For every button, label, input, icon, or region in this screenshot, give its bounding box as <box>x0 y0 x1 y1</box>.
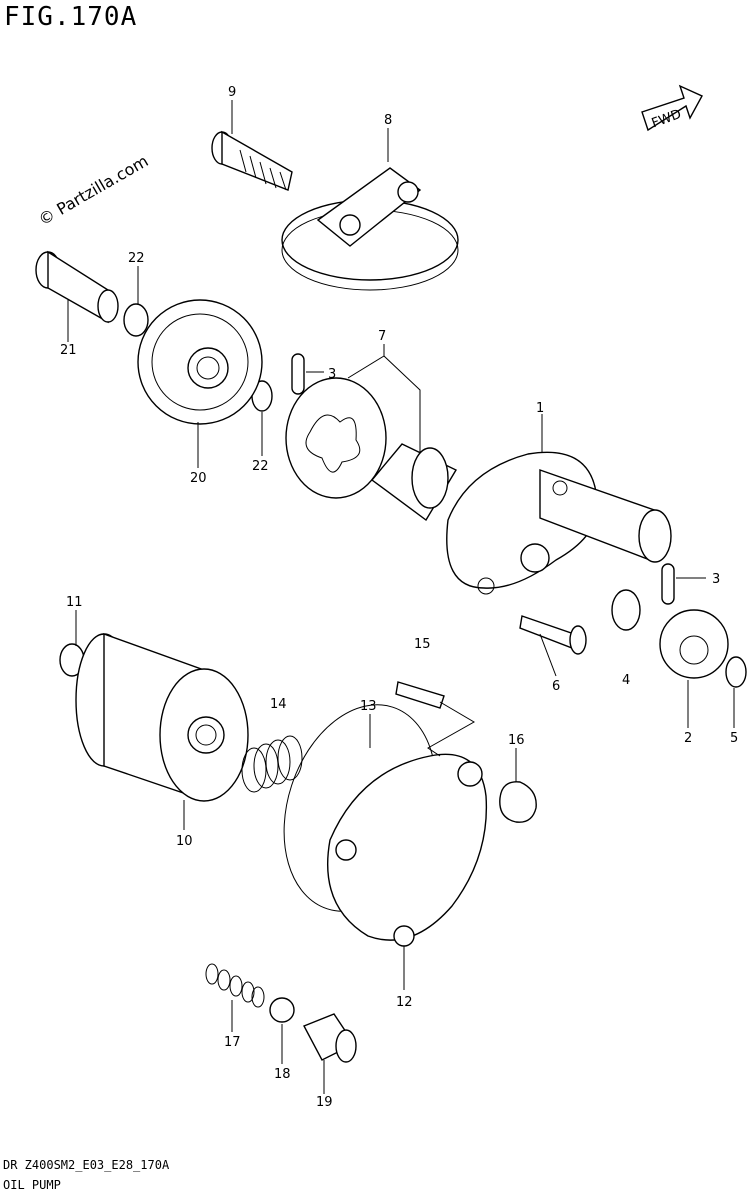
callout-label: 15 <box>414 637 431 652</box>
part-19-plug[interactable] <box>303 1013 357 1063</box>
part-6-screw[interactable] <box>519 615 587 655</box>
part-22-circlip-upper[interactable] <box>123 303 149 337</box>
figure-title: FIG.170A <box>4 2 138 32</box>
callout-label: 22 <box>128 251 145 266</box>
callout-label: 12 <box>396 995 413 1010</box>
part-12-filter-cover[interactable] <box>326 753 488 947</box>
callout-label: 17 <box>224 1035 241 1050</box>
callout-label: 5 <box>730 731 738 746</box>
part-2-gear[interactable] <box>659 609 729 679</box>
part-18-ball[interactable] <box>269 997 295 1023</box>
part-16-cap-nut[interactable] <box>499 781 537 823</box>
part-9-bolt[interactable] <box>211 130 293 191</box>
callout-label: 20 <box>190 471 207 486</box>
figure-code: DR Z400SM2_E03_E28_170A <box>3 1158 170 1172</box>
callout-label: 19 <box>316 1095 333 1110</box>
callout-label: 2 <box>684 731 692 746</box>
callout-labels: 1 2 3 3 4 5 6 7 8 9 10 11 12 13 14 15 16… <box>60 85 738 1110</box>
callout-label: 10 <box>176 834 193 849</box>
part-3-pin-upper[interactable] <box>291 353 305 395</box>
callout-label: 8 <box>384 113 392 128</box>
callout-label: 14 <box>270 697 287 712</box>
callout-label: 4 <box>622 673 630 688</box>
leader-lines <box>67 100 735 1094</box>
part-17-relief-spring[interactable] <box>205 963 265 1008</box>
fwd-arrow-icon: FWD <box>641 84 703 131</box>
callout-label: 13 <box>360 699 377 714</box>
part-14-spring[interactable] <box>241 735 303 793</box>
callout-label: 9 <box>228 85 236 100</box>
part-1-pump-body[interactable] <box>446 451 672 595</box>
part-7-rotor-set[interactable] <box>285 377 457 522</box>
part-20-gear[interactable] <box>137 299 263 425</box>
callout-label: 11 <box>66 595 83 610</box>
figure-name: OIL PUMP <box>3 1178 61 1192</box>
callout-label: 18 <box>274 1067 291 1082</box>
part-4-washer[interactable] <box>611 589 641 631</box>
part-21-shaft[interactable] <box>35 250 119 324</box>
callout-label: 21 <box>60 343 77 358</box>
part-10-oil-filter[interactable] <box>75 633 249 802</box>
part-5-circlip[interactable] <box>725 656 747 688</box>
part-15-stud[interactable] <box>395 681 445 709</box>
callout-label: 7 <box>378 329 386 344</box>
callout-label: 16 <box>508 733 525 748</box>
callout-label: 3 <box>712 572 720 587</box>
part-8-cover[interactable] <box>281 167 459 291</box>
callout-label: 22 <box>252 459 269 474</box>
part-3-pin-lower[interactable] <box>661 563 675 605</box>
callout-label: 6 <box>552 679 560 694</box>
callout-label: 3 <box>328 367 336 382</box>
callout-label: 1 <box>536 401 544 416</box>
